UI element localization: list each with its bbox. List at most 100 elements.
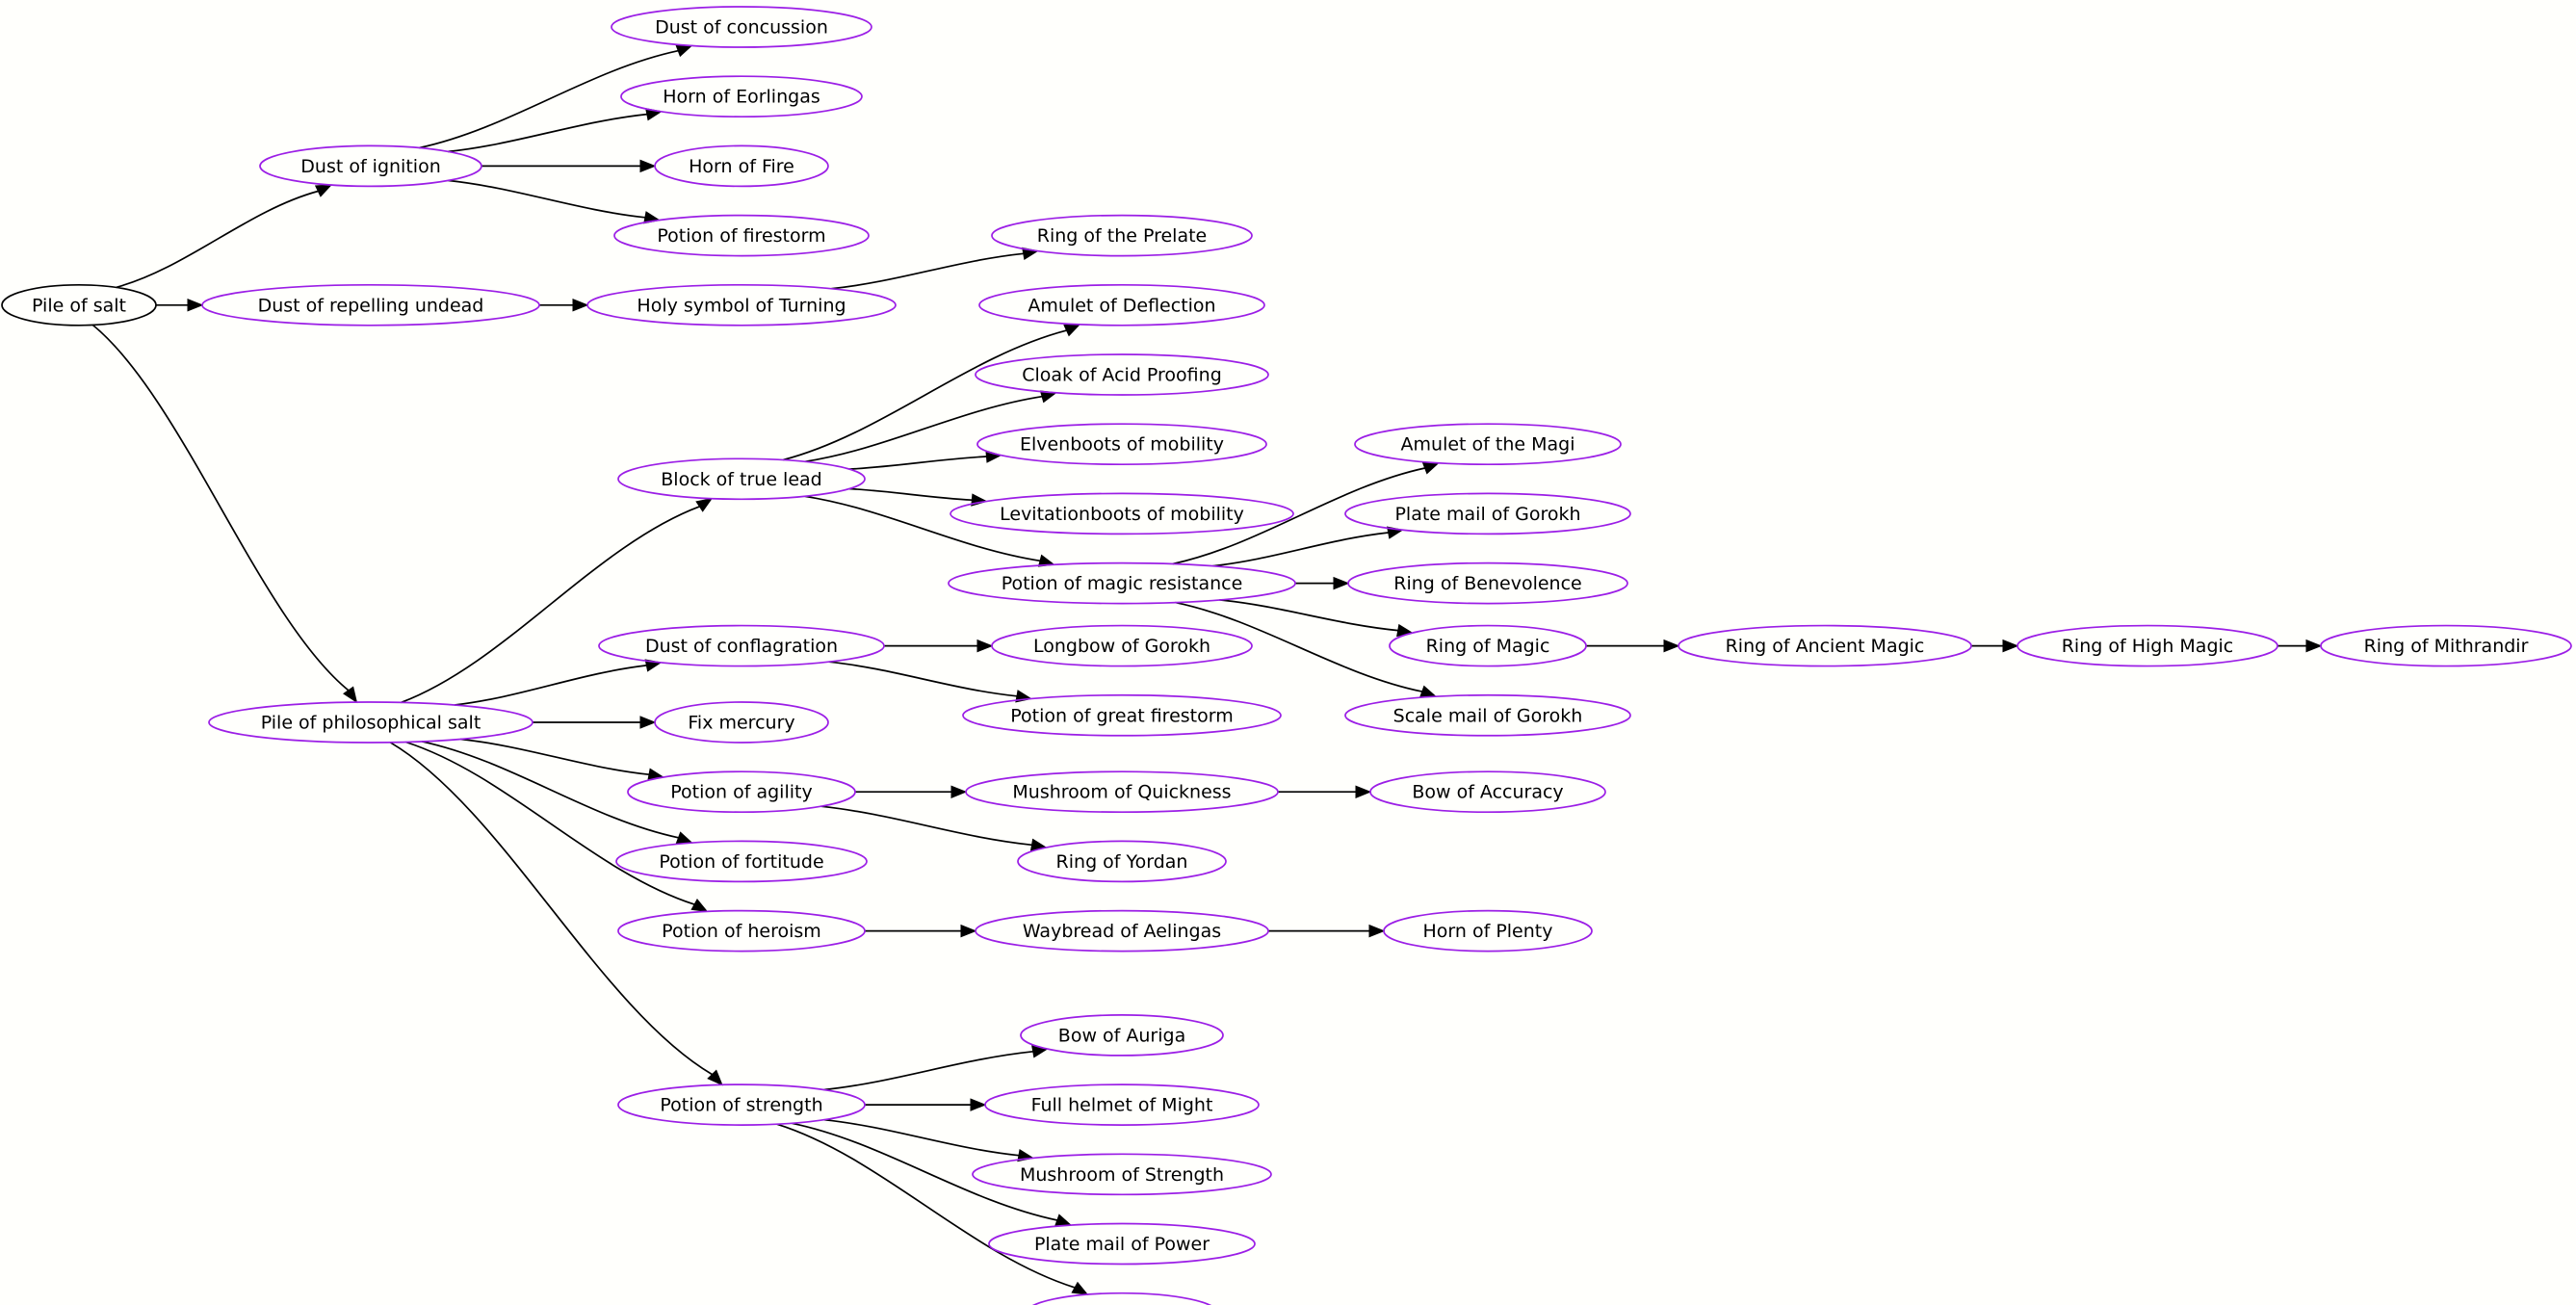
node-potion-of-magic-resistance[interactable]: Potion of magic resistance [948, 561, 1296, 605]
edge-potion-of-strength-to-ring-of-strife [776, 1123, 1076, 1289]
arrowhead-amulet-of-the-magi [1421, 461, 1440, 475]
node-longbow-of-gorokh[interactable]: Longbow of Gorokh [991, 624, 1253, 667]
edge-pile-of-philosophical-salt-to-potion-of-heroism [405, 741, 695, 905]
node-ring-of-high-magic[interactable]: Ring of High Magic [2017, 624, 2278, 667]
node-ellipse [984, 1083, 1260, 1126]
node-label: Ring of Benevolence [1393, 573, 1581, 594]
node-ellipse [617, 909, 866, 953]
edge-potion-of-agility-to-ring-of-yordan [820, 805, 1032, 847]
edge-pile-of-philosophical-salt-to-dust-of-conflagration [455, 665, 647, 706]
node-label: Pile of salt [32, 295, 126, 316]
node-ellipse [208, 701, 533, 744]
node-dust-of-conflagration[interactable]: Dust of conflagration [598, 624, 885, 667]
node-label: Ring of Ancient Magic [1726, 636, 1925, 657]
node-full-helmet-of-might[interactable]: Full helmet of Might [984, 1083, 1260, 1126]
node-ring-of-strife[interactable]: Ring of Strife [1026, 1292, 1218, 1305]
node-ellipse [1, 283, 157, 326]
node-cloak-of-acid-proofing[interactable]: Cloak of Acid Proofing [975, 353, 1269, 396]
node-ellipse [972, 1153, 1272, 1196]
node-mushroom-of-strength[interactable]: Mushroom of Strength [972, 1153, 1272, 1196]
node-label: Plate mail of Gorokh [1394, 504, 1580, 525]
node-holy-symbol-of-turning[interactable]: Holy symbol of Turning [586, 283, 897, 326]
node-label: Holy symbol of Turning [637, 295, 846, 316]
arrowhead-longbow-of-gorokh [976, 639, 994, 653]
node-label: Pile of philosophical salt [261, 713, 481, 734]
arrowhead-dust-of-ignition [314, 184, 333, 197]
node-label: Mushroom of Quickness [1012, 782, 1231, 803]
node-scale-mail-of-gorokh[interactable]: Scale mail of Gorokh [1344, 693, 1631, 737]
node-horn-of-plenty[interactable]: Horn of Plenty [1383, 909, 1593, 953]
node-potion-of-strength[interactable]: Potion of strength [617, 1083, 866, 1126]
node-plate-mail-of-power[interactable]: Plate mail of Power [988, 1222, 1256, 1266]
edge-pile-of-salt-to-pile-of-philosophical-salt [91, 324, 350, 692]
node-potion-of-heroism[interactable]: Potion of heroism [617, 909, 866, 953]
node-levitationboots-of-mobility[interactable]: Levitationboots of mobility [950, 492, 1294, 535]
node-label: Potion of agility [670, 782, 812, 803]
edge-pile-of-philosophical-salt-to-potion-of-agility [460, 738, 650, 776]
node-bow-of-auriga[interactable]: Bow of Auriga [1020, 1014, 1224, 1057]
node-label: Horn of Eorlingas [663, 87, 820, 108]
node-ellipse [975, 353, 1269, 396]
node-plate-mail-of-gorokh[interactable]: Plate mail of Gorokh [1344, 492, 1631, 535]
node-ring-of-yordan[interactable]: Ring of Yordan [1017, 840, 1227, 883]
arrowhead-scale-mail-of-gorokh [1418, 685, 1438, 698]
node-label: Levitationboots of mobility [1000, 504, 1244, 525]
node-mushroom-of-quickness[interactable]: Mushroom of Quickness [965, 770, 1279, 814]
edge-dust-of-ignition-to-potion-of-firestorm [448, 179, 645, 219]
node-potion-of-great-firestorm[interactable]: Potion of great firestorm [962, 693, 1282, 737]
node-block-of-true-lead[interactable]: Block of true lead [617, 457, 866, 501]
node-ellipse [611, 6, 872, 48]
node-label: Fix mercury [688, 713, 794, 734]
node-label: Amulet of Deflection [1028, 295, 1215, 316]
node-label: Ring of Strife [1062, 1303, 1182, 1305]
node-potion-of-firestorm[interactable]: Potion of firestorm [613, 214, 870, 257]
node-horn-of-fire[interactable]: Horn of Fire [654, 144, 829, 188]
node-label: Block of true lead [661, 469, 821, 490]
node-dust-of-concussion[interactable]: Dust of concussion [611, 6, 872, 48]
node-pile-of-philosophical-salt[interactable]: Pile of philosophical salt [208, 701, 533, 744]
node-bow-of-accuracy[interactable]: Bow of Accuracy [1369, 770, 1606, 814]
node-ring-of-ancient-magic[interactable]: Ring of Ancient Magic [1678, 624, 1972, 667]
node-fix-mercury[interactable]: Fix mercury [654, 701, 829, 744]
edge-potion-of-strength-to-bow-of-auriga [823, 1050, 1033, 1091]
node-ring-of-benevolence[interactable]: Ring of Benevolence [1347, 561, 1628, 605]
node-waybread-of-aelingas[interactable]: Waybread of Aelingas [975, 909, 1269, 953]
edge-potion-of-magic-resistance-to-scale-mail-of-gorokh [1175, 601, 1422, 692]
node-ellipse [1020, 1014, 1224, 1057]
node-potion-of-agility[interactable]: Potion of agility [627, 770, 856, 814]
node-ellipse [1344, 492, 1631, 535]
node-elvenboots-of-mobility[interactable]: Elvenboots of mobility [976, 423, 1267, 466]
arrowhead-ring-of-benevolence [1333, 576, 1350, 590]
node-label: Potion of strength [660, 1095, 822, 1116]
edges-layer [91, 44, 2323, 1295]
node-pile-of-salt[interactable]: Pile of salt [1, 283, 157, 326]
node-ellipse [1347, 561, 1628, 605]
node-ellipse [1678, 624, 1972, 667]
edge-pile-of-philosophical-salt-to-potion-of-strength [389, 742, 713, 1076]
node-ellipse [1369, 770, 1606, 814]
node-label: Potion of great firestorm [1010, 705, 1233, 726]
edge-dust-of-conflagration-to-potion-of-great-firestorm [828, 661, 1018, 697]
edge-pile-of-philosophical-salt-to-potion-of-fortitude [421, 741, 679, 839]
node-dust-of-repelling-undead[interactable]: Dust of repelling undead [201, 283, 540, 326]
edge-potion-of-strength-to-plate-mail-of-power [792, 1122, 1058, 1221]
node-ring-of-mithrandir[interactable]: Ring of Mithrandir [2320, 624, 2572, 667]
node-ellipse [598, 624, 885, 667]
node-horn-of-eorlingas[interactable]: Horn of Eorlingas [620, 75, 863, 118]
arrowhead-amulet-of-deflection [1063, 324, 1081, 337]
arrowhead-waybread-of-aelingas [960, 924, 977, 938]
node-label: Ring of High Magic [2062, 636, 2234, 657]
node-potion-of-fortitude[interactable]: Potion of fortitude [615, 840, 868, 883]
node-label: Bow of Auriga [1058, 1025, 1185, 1046]
node-ellipse [991, 214, 1253, 257]
node-ring-of-magic[interactable]: Ring of Magic [1389, 624, 1587, 667]
node-amulet-of-deflection[interactable]: Amulet of Deflection [978, 283, 1265, 326]
node-label: Potion of magic resistance [1002, 573, 1243, 594]
edge-dust-of-ignition-to-horn-of-eorlingas [448, 113, 647, 153]
edge-potion-of-strength-to-mushroom-of-strength [823, 1118, 1019, 1157]
node-dust-of-ignition[interactable]: Dust of ignition [259, 144, 482, 188]
node-label: Dust of ignition [300, 156, 440, 177]
node-ring-of-the-prelate[interactable]: Ring of the Prelate [991, 214, 1253, 257]
node-amulet-of-the-magi[interactable]: Amulet of the Magi [1354, 423, 1622, 466]
